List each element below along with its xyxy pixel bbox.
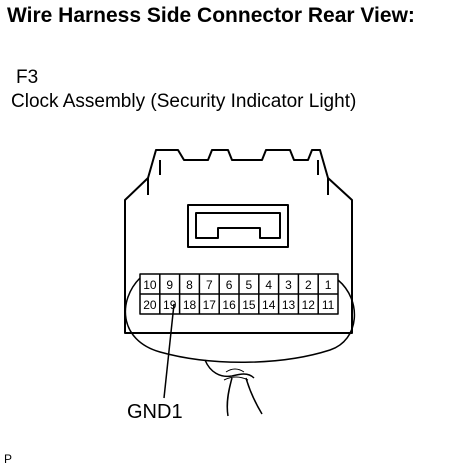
top-row-pin-6: 6 <box>226 278 233 292</box>
bottom-row-pin-11: 11 <box>322 298 335 312</box>
top-row-pin-2: 2 <box>305 278 312 292</box>
connector-housing <box>124 149 353 334</box>
top-row-pin-4: 4 <box>265 278 272 292</box>
top-row-pin-5: 5 <box>246 278 253 292</box>
connector-name: Clock Assembly (Security Indicator Light… <box>11 91 357 112</box>
bottom-row-pin-15: 15 <box>242 298 256 312</box>
wire-loop <box>124 277 356 363</box>
bottom-row-pin-18: 18 <box>183 298 197 312</box>
bottom-row-pin-13: 13 <box>282 298 296 312</box>
bottom-row-pin-12: 12 <box>302 298 316 312</box>
diagram-title: Wire Harness Side Connector Rear View: <box>7 4 415 27</box>
bottom-row-pin-19: 19 <box>163 298 177 312</box>
gnd-label: GND1 <box>127 401 183 423</box>
footer-mark: P <box>4 452 13 466</box>
lock-tab-inner <box>195 212 281 239</box>
bottom-row-pin-14: 14 <box>262 298 276 312</box>
lock-tab-outer <box>187 204 289 248</box>
connector-code: F3 <box>16 67 39 88</box>
gnd-leader <box>163 303 175 399</box>
top-row-pin-1: 1 <box>325 278 332 292</box>
top-row-pin-10: 10 <box>143 278 157 292</box>
top-row-pin-7: 7 <box>206 278 213 292</box>
top-row-pin-3: 3 <box>285 278 292 292</box>
bottom-row-pin-17: 17 <box>203 298 217 312</box>
top-row-pin-9: 9 <box>166 278 173 292</box>
bottom-row-pin-20: 20 <box>143 298 157 312</box>
top-row-pin-8: 8 <box>186 278 193 292</box>
bottom-row-pin-16: 16 <box>222 298 236 312</box>
